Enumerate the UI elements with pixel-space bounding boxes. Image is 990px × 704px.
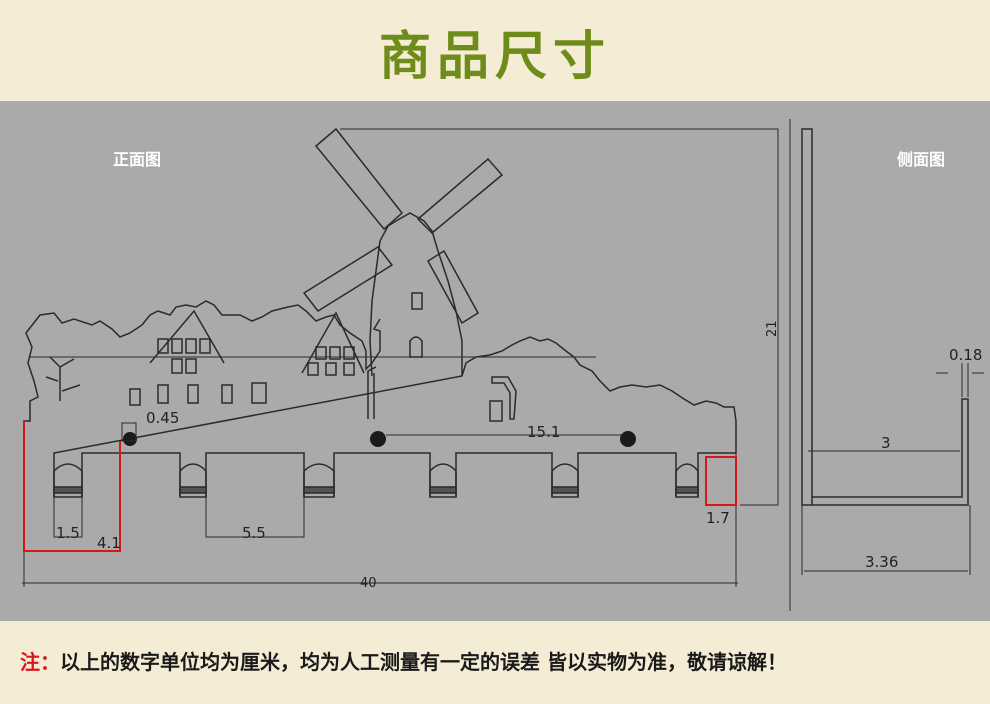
- edge-to-hook-label: 4.1: [97, 534, 121, 552]
- height-label: 21: [765, 320, 780, 337]
- unit-disclaimer: 注：以上的数字单位均为厘米，均为人工测量有一定的误差 皆以实物为准，敬请谅解！: [20, 646, 787, 675]
- right-mounting-hole: [620, 431, 636, 447]
- thickness-label: 0.18: [949, 346, 982, 364]
- total-width-label: 40: [360, 576, 377, 591]
- hole-spacing-label: 15.1: [527, 423, 560, 441]
- header-banner: 商品尺寸: [0, 0, 990, 101]
- side-view-label: 侧面图: [897, 150, 945, 169]
- dimension-drawing: 正面图 侧面图 0.45 15.1 21 1.5 4.1 5.5 1.7 40 …: [0, 101, 990, 621]
- hook-width-label: 1.5: [56, 524, 80, 542]
- center-mounting-hole: [370, 431, 386, 447]
- left-mounting-hole: [123, 432, 137, 446]
- note-label: 注：: [20, 650, 60, 674]
- hook-gap-label: 5.5: [242, 524, 266, 542]
- drawing-canvas: 正面图 侧面图 0.45 15.1 21 1.5 4.1 5.5 1.7 40 …: [22, 119, 984, 611]
- hook-depth-label: 1.7: [706, 509, 730, 527]
- front-view-label: 正面图: [113, 150, 161, 169]
- page-title: 商品尺寸: [378, 27, 611, 87]
- footer-note-area: 注：以上的数字单位均为厘米，均为人工测量有一定的误差 皆以实物为准，敬请谅解！: [0, 621, 990, 704]
- note-text: 以上的数字单位均为厘米，均为人工测量有一定的误差 皆以实物为准，敬请谅解！: [60, 650, 787, 674]
- side-depth-label: 3: [881, 434, 891, 452]
- side-total-depth-label: 3.36: [865, 553, 898, 571]
- hole-diameter-label: 0.45: [146, 409, 179, 427]
